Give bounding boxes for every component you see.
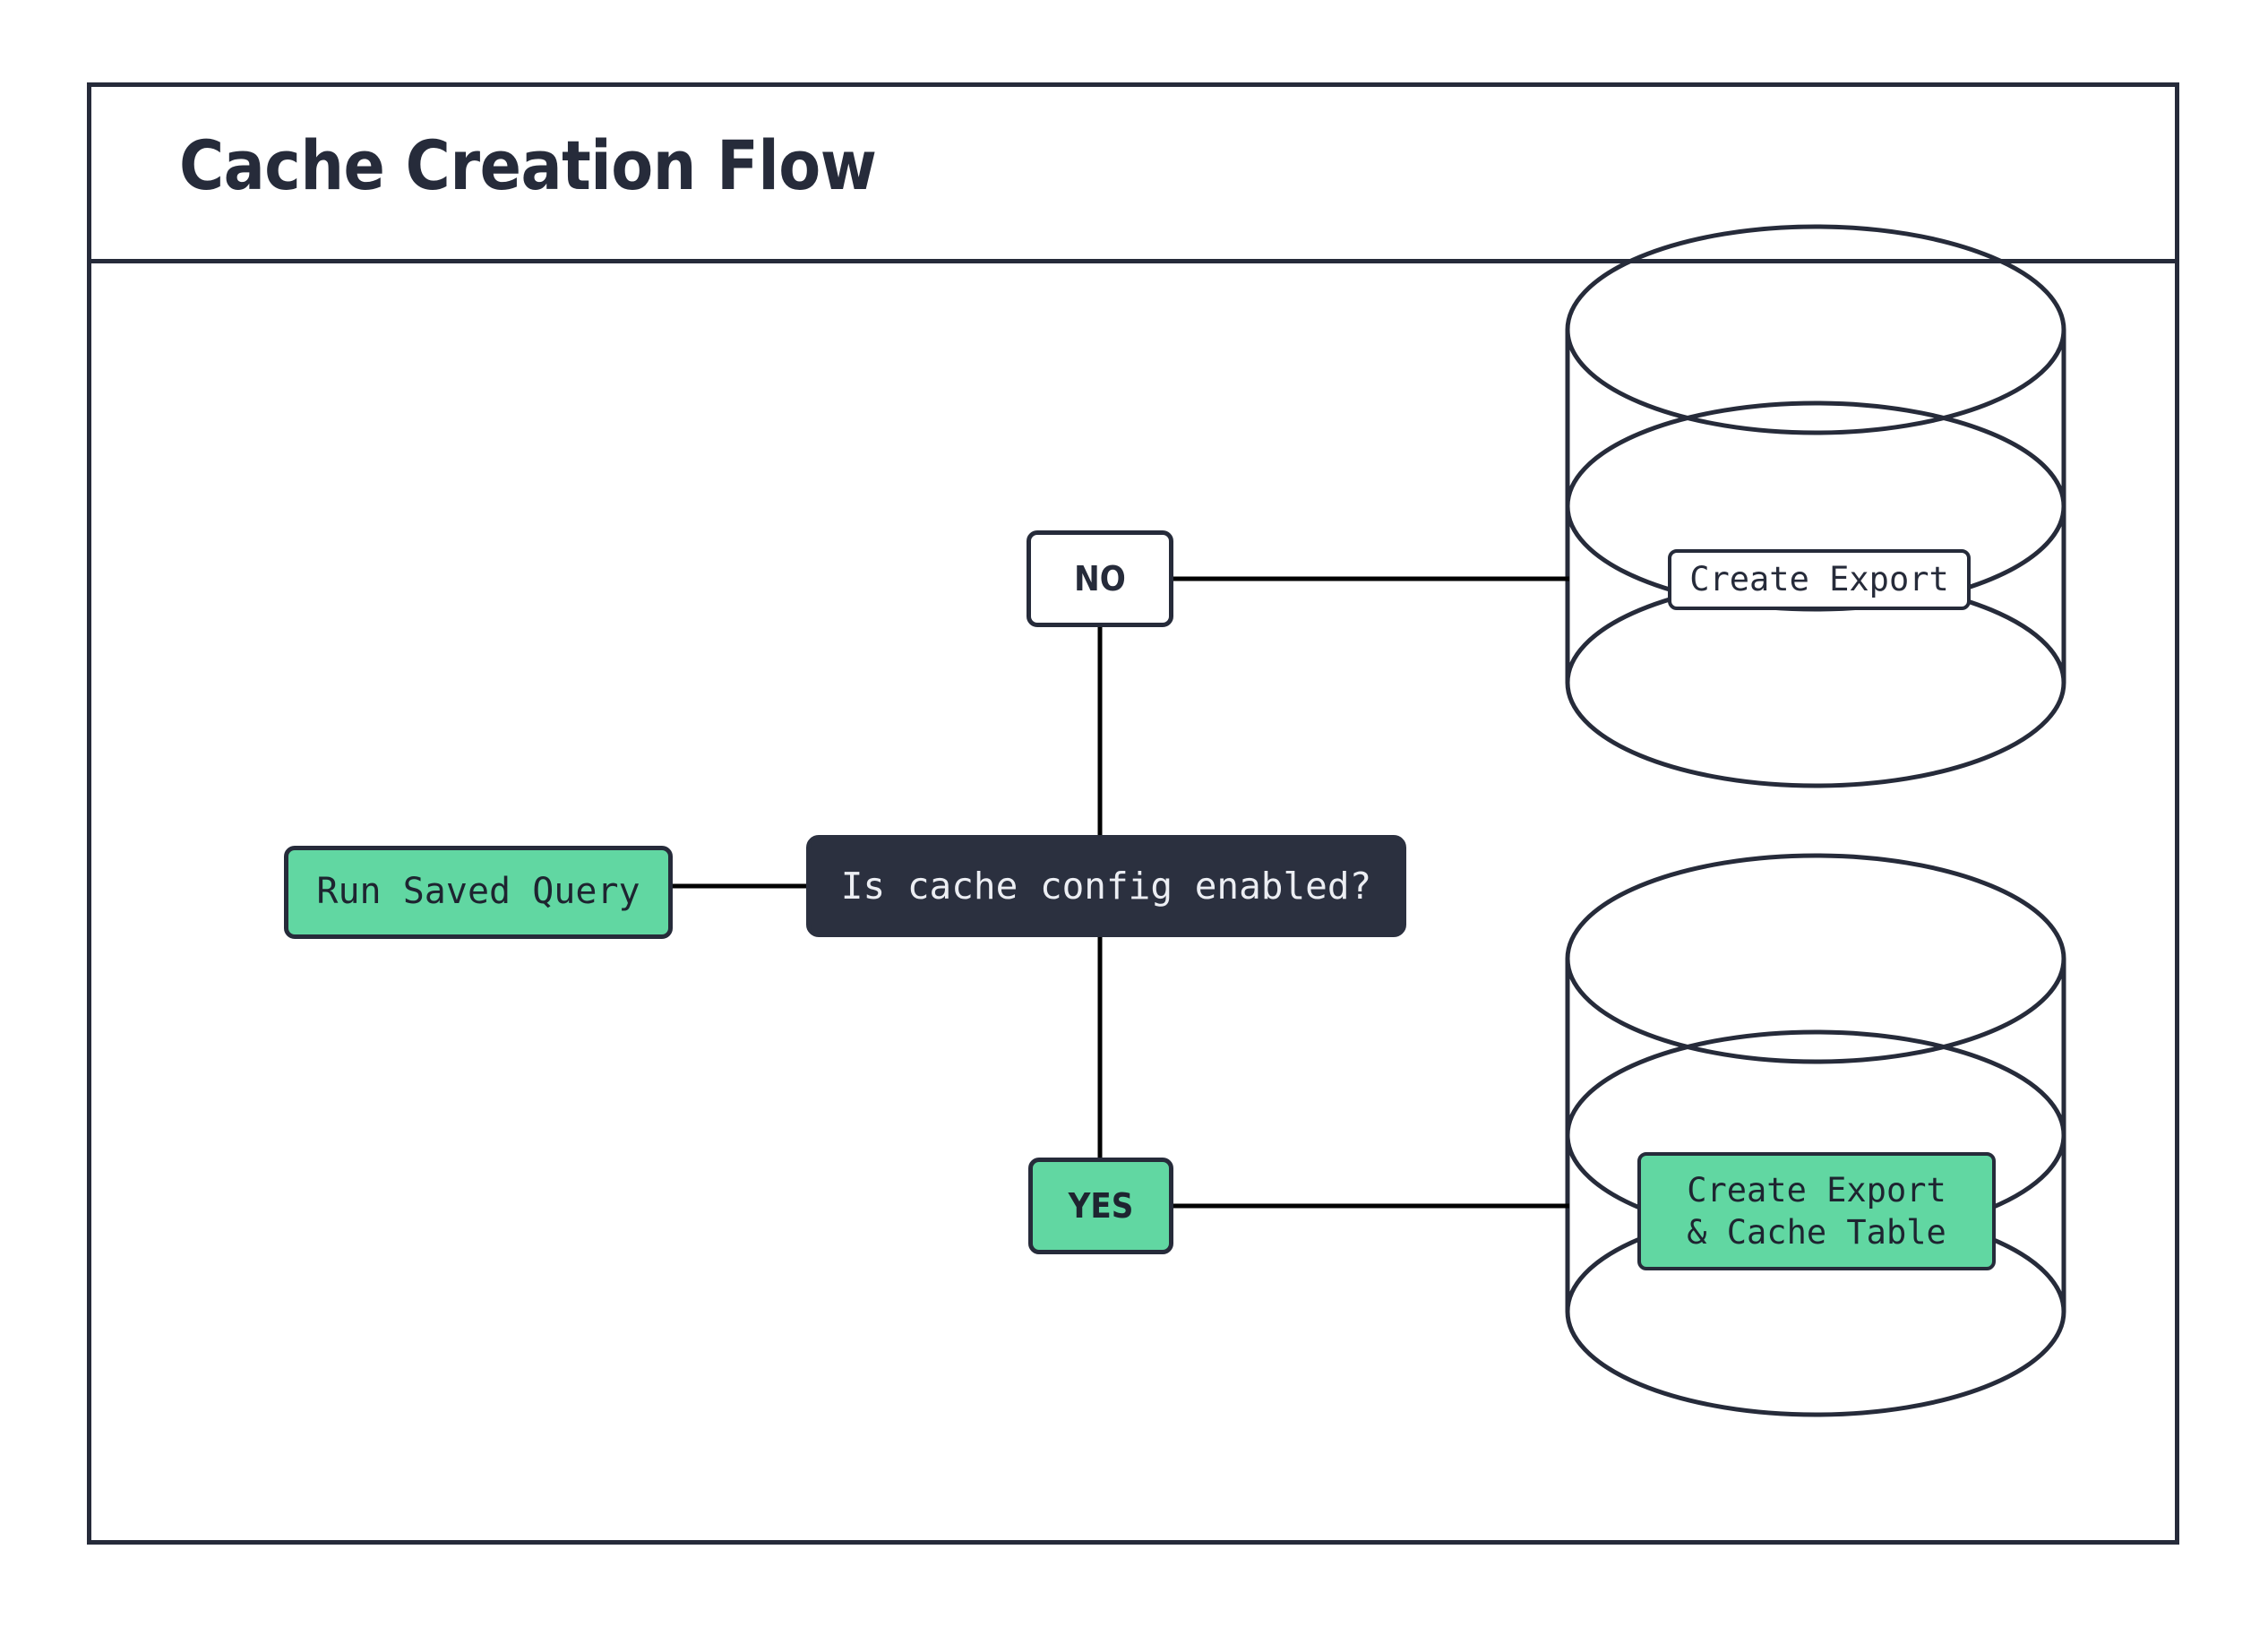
node-branch-no[interactable]: NO <box>1027 530 1173 627</box>
node-decision-is-cache-config-enabled[interactable]: Is cache config enabled? <box>806 835 1406 937</box>
node-create-export-and-cache-table[interactable]: Create Export & Cache Table <box>1637 1152 1996 1270</box>
node-create-export[interactable]: Create Export <box>1668 549 1971 610</box>
diagram-title-bar <box>87 82 2179 263</box>
node-run-saved-query[interactable]: Run Saved Query <box>284 846 673 939</box>
node-branch-yes[interactable]: YES <box>1028 1158 1173 1254</box>
page-title: Cache Creation Flow <box>179 125 877 205</box>
diagram-frame <box>87 82 2179 1545</box>
